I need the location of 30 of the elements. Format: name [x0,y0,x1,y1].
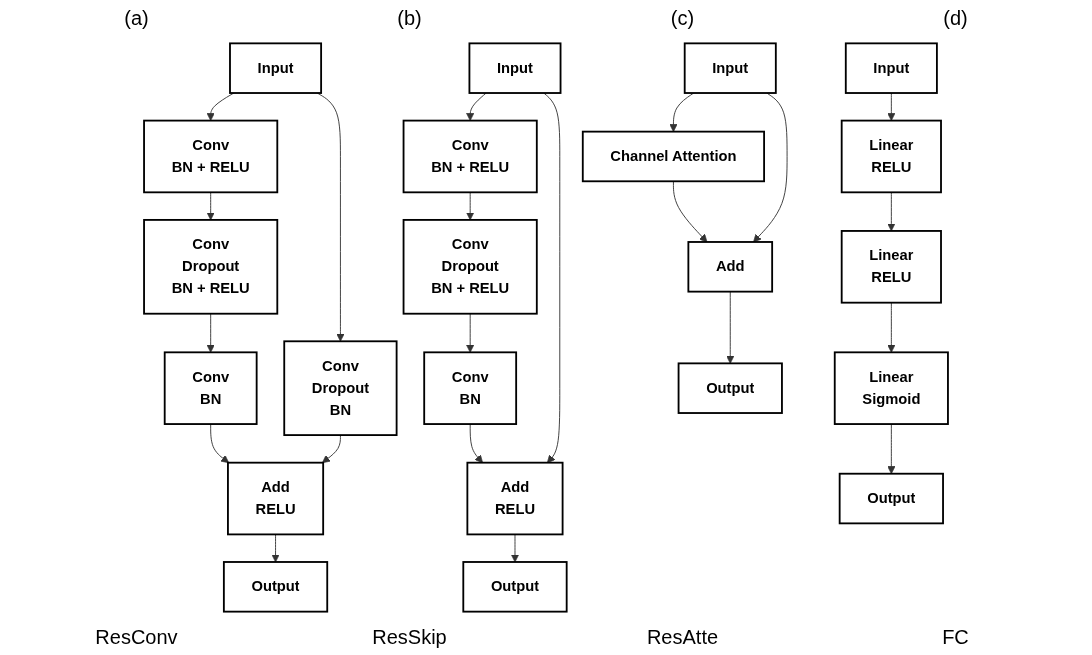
panel-label: (a) [123,6,150,30]
panel-label: (c) [669,6,696,30]
node-box: Output [677,362,783,414]
node-box: Input [468,42,562,94]
panel-caption: ResAtte [645,625,720,649]
node-box: Output [838,472,944,525]
node-box: Input [844,42,938,94]
node-box: Add RELU [227,461,325,536]
panel-label: (d) [942,6,969,30]
node-box: Conv Dropout BN [283,340,398,436]
node-box: Linear RELU [840,119,942,194]
node-box: Conv BN + RELU [402,119,538,194]
node-box: Conv BN [163,351,258,425]
panel-caption: ResSkip [371,625,448,649]
node-box: Conv Dropout BN + RELU [402,219,538,315]
panel-caption: ResConv [94,625,179,649]
node-box: Input [683,42,777,94]
node-box: Conv BN [423,351,518,425]
node-box: Conv Dropout BN + RELU [143,219,279,315]
node-box: Add [687,241,774,293]
node-box: Linear Sigmoid [833,351,949,425]
node-box: Linear RELU [840,230,942,304]
node-box: Output [462,561,568,613]
node-box: Input [229,42,323,94]
panel-caption: FC [941,625,970,649]
node-box: Conv BN + RELU [143,119,279,194]
node-box: Output [222,561,329,613]
panel-label: (b) [396,6,423,30]
node-box: Add RELU [466,461,564,536]
node-box: Channel Attention [581,130,765,183]
